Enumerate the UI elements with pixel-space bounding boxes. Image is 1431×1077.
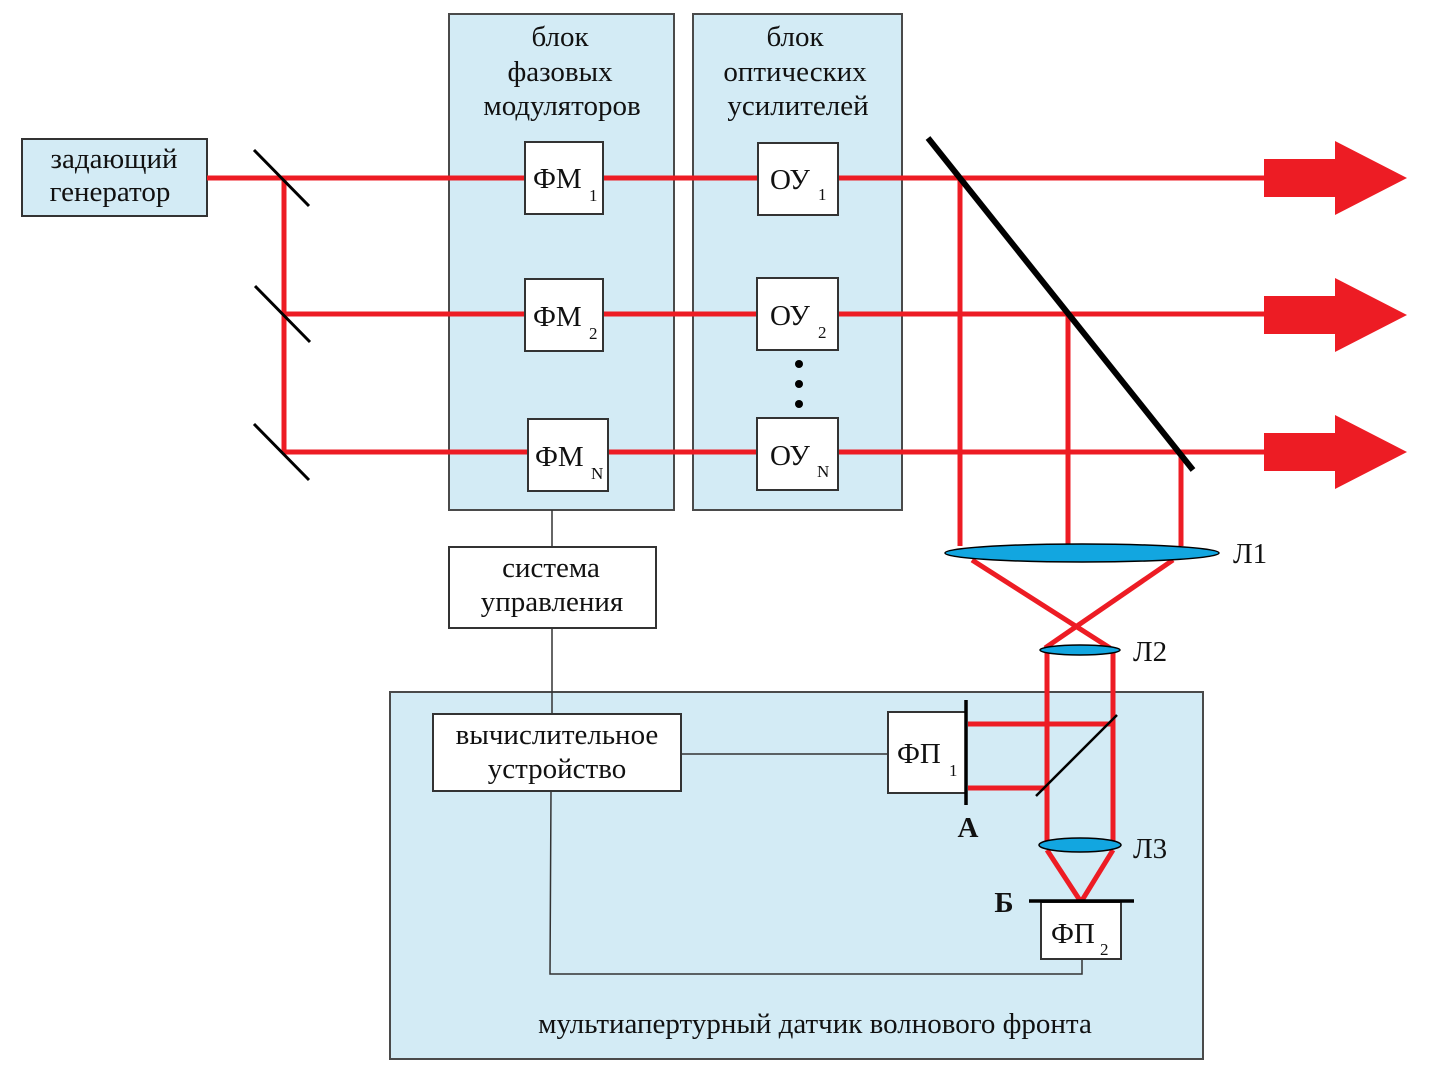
connector-line: [549, 790, 1083, 975]
sampling-mirror: [925, 136, 1196, 472]
output-arrow-1: [1264, 141, 1407, 215]
svg-text:1: 1: [818, 185, 827, 204]
output-arrow-2: [1264, 278, 1407, 352]
lens-l2: [1039, 644, 1121, 656]
lens-l3-label: Л3: [1133, 833, 1167, 865]
modulator-fmn: ФМ N: [527, 418, 609, 492]
generator-label-line1: задающий: [51, 143, 178, 175]
svg-text:ФМ: ФМ: [533, 301, 582, 333]
beam-splitter: [1035, 714, 1118, 797]
svg-text:ФП: ФП: [1051, 918, 1095, 950]
computing-device-box: [432, 713, 682, 792]
phase-block-title-line2: фазовых: [507, 56, 613, 88]
modulator-fm2: ФМ 2: [524, 278, 604, 352]
amplifier-ou2: ОУ 2: [756, 277, 839, 351]
lens-l1: [944, 543, 1220, 563]
amplifier-oun: ОУ N: [756, 417, 839, 491]
splitter-mirrors: [252, 148, 312, 482]
laser-beams: [207, 175, 1272, 904]
computer-label-line2: устройство: [488, 753, 626, 785]
amp-block-title-line1: блок: [766, 21, 824, 53]
amp-block-title-line2: оптических: [723, 56, 867, 88]
svg-text:ФМ: ФМ: [533, 163, 582, 195]
svg-text:N: N: [817, 462, 829, 481]
phase-block-title-line3: модуляторов: [483, 90, 640, 122]
svg-text:1: 1: [589, 186, 598, 205]
output-arrows: [1264, 141, 1407, 489]
svg-text:N: N: [591, 464, 603, 483]
amp-block-title-line3: усилителей: [727, 90, 868, 122]
output-arrow-3: [1264, 415, 1407, 489]
photodetector-fp2: ФП 2: [1040, 901, 1122, 960]
plane-b-label: Б: [994, 887, 1013, 919]
photodetector-fp1: ФП 1: [887, 711, 967, 794]
phase-block-title-line1: блок: [531, 21, 589, 53]
control-label-line1: система: [502, 552, 600, 584]
amplifier-ou1: ОУ 1: [757, 142, 839, 216]
lens-l2-label: Л2: [1133, 636, 1167, 668]
svg-text:ОУ: ОУ: [770, 440, 810, 472]
control-system-box: [448, 546, 657, 629]
wavefront-sensor-title: мультиапертурный датчик волнового фронта: [538, 1008, 1092, 1040]
plane-a-label: А: [958, 812, 979, 844]
svg-text:ФП: ФП: [897, 738, 941, 770]
lens-l3: [1038, 837, 1122, 853]
svg-text:2: 2: [1100, 940, 1109, 959]
svg-text:ФМ: ФМ: [535, 441, 584, 473]
lens-l1-label: Л1: [1233, 538, 1267, 570]
modulator-fm1: ФМ 1: [524, 141, 604, 215]
svg-text:ОУ: ОУ: [770, 300, 810, 332]
generator-label-line2: генератор: [50, 176, 171, 208]
svg-text:1: 1: [949, 761, 958, 780]
computer-label-line1: вычислительное: [456, 719, 659, 751]
ellipsis-dots: [795, 360, 803, 408]
svg-text:2: 2: [818, 323, 827, 342]
control-label-line2: управления: [481, 586, 623, 618]
svg-text:2: 2: [589, 324, 598, 343]
svg-text:ОУ: ОУ: [770, 164, 810, 196]
